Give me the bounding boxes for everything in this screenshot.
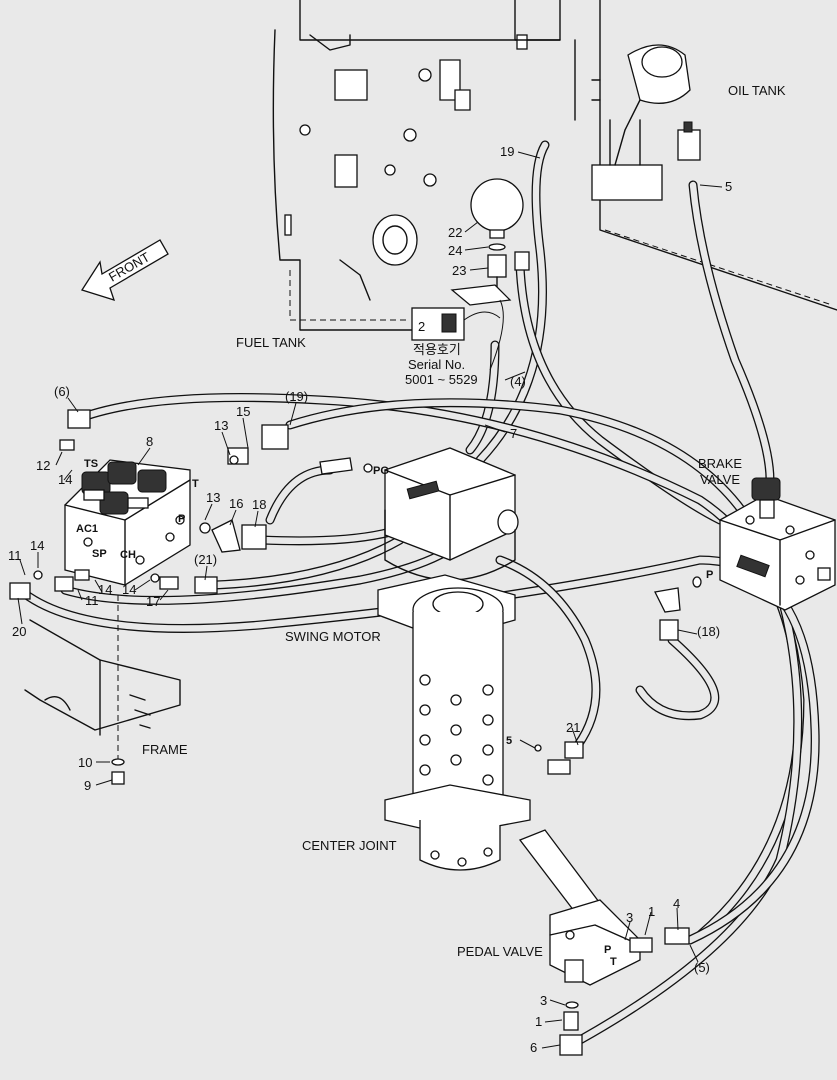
port-p-pedal: P — [604, 944, 611, 956]
note-range: 5001 ~ 5529 — [405, 372, 478, 387]
callout-9: 9 — [84, 778, 91, 793]
solenoid-stack — [81, 461, 167, 515]
callout-1b: 1 — [535, 1014, 542, 1029]
brake-valve — [654, 477, 836, 641]
fuel-tank — [272, 0, 561, 331]
callout-18: 18 — [252, 497, 266, 512]
note-serial: Serial No. — [408, 357, 465, 372]
callout-6p: (6) — [54, 384, 70, 399]
port-p-block: P — [178, 513, 185, 525]
control-valve-block — [9, 409, 373, 600]
brake-valve-label-2: VALVE — [700, 472, 740, 487]
serial-note: 2 적용호기 Serial No. 5001 ~ 5529 — [405, 307, 501, 387]
port-pg: PG — [373, 465, 389, 477]
callout-17: 17 — [146, 594, 160, 609]
callout-11a: 11 — [8, 548, 22, 563]
center-joint-label: CENTER JOINT — [302, 838, 397, 853]
callout-5-top: 5 — [725, 179, 732, 194]
callout-8: 8 — [146, 434, 153, 449]
oil-tank — [514, 0, 837, 311]
swing-motor — [384, 447, 519, 581]
front-arrow: FRONT — [80, 239, 169, 301]
callout-1a: 1 — [648, 904, 655, 919]
oil-tank-label: OIL TANK — [728, 83, 786, 98]
callout-16: 16 — [229, 496, 243, 511]
port-ch: CH — [120, 549, 136, 561]
callout-14d: 14 — [122, 582, 136, 597]
callout-5-mid: 5 — [506, 735, 512, 747]
callout-24: 24 — [448, 243, 462, 258]
callout-12: 12 — [36, 458, 50, 473]
callout-23: 23 — [452, 263, 466, 278]
callout-4: 4 — [673, 896, 680, 911]
leader-lines — [17, 151, 723, 1049]
callout-14a: 14 — [58, 472, 72, 487]
fuel-tank-label: FUEL TANK — [236, 335, 306, 350]
callout-22: 22 — [448, 225, 462, 240]
center-joint-ports — [419, 674, 494, 786]
port-t-top: T — [192, 478, 199, 490]
port-ac1: AC1 — [76, 523, 98, 535]
port-t-pedal: T — [610, 956, 617, 968]
callout-4p: (4) — [510, 374, 526, 389]
callout-13b: 13 — [206, 490, 220, 505]
callout-13a: 13 — [214, 418, 228, 433]
callout-18p: (18) — [697, 624, 720, 639]
callout-14c: 14 — [98, 582, 112, 597]
callout-3b: 3 — [540, 993, 547, 1008]
note-korean: 적용호기 — [413, 342, 461, 357]
callout-10: 10 — [78, 755, 92, 770]
callout-14b: 14 — [30, 538, 44, 553]
swing-motor-label: SWING MOTOR — [285, 629, 381, 644]
callout-21: 21 — [566, 720, 580, 735]
callout-19-top: 19 — [500, 144, 514, 159]
frame-label: FRAME — [142, 742, 188, 757]
callout-21p: (21) — [194, 552, 217, 567]
callout-5p: (5) — [694, 960, 710, 975]
callout-7: 7 — [510, 426, 517, 441]
frame — [24, 595, 181, 785]
callout-11b: 11 — [85, 593, 99, 608]
brake-valve-label-1: BRAKE — [698, 456, 742, 471]
callout-3a: 3 — [626, 910, 633, 925]
pedal-valve-label: PEDAL VALVE — [457, 944, 543, 959]
port-p-brake: P — [706, 569, 713, 581]
port-sp: SP — [92, 548, 107, 560]
port-ts: TS — [84, 458, 98, 470]
callout-2: 2 — [418, 319, 425, 334]
callout-15: 15 — [236, 404, 250, 419]
callout-6: 6 — [530, 1040, 537, 1055]
callout-20: 20 — [12, 624, 26, 639]
pedal-valve — [518, 741, 690, 1056]
callout-19p: (19) — [285, 389, 308, 404]
accumulator — [450, 178, 530, 306]
center-joint — [377, 574, 531, 871]
